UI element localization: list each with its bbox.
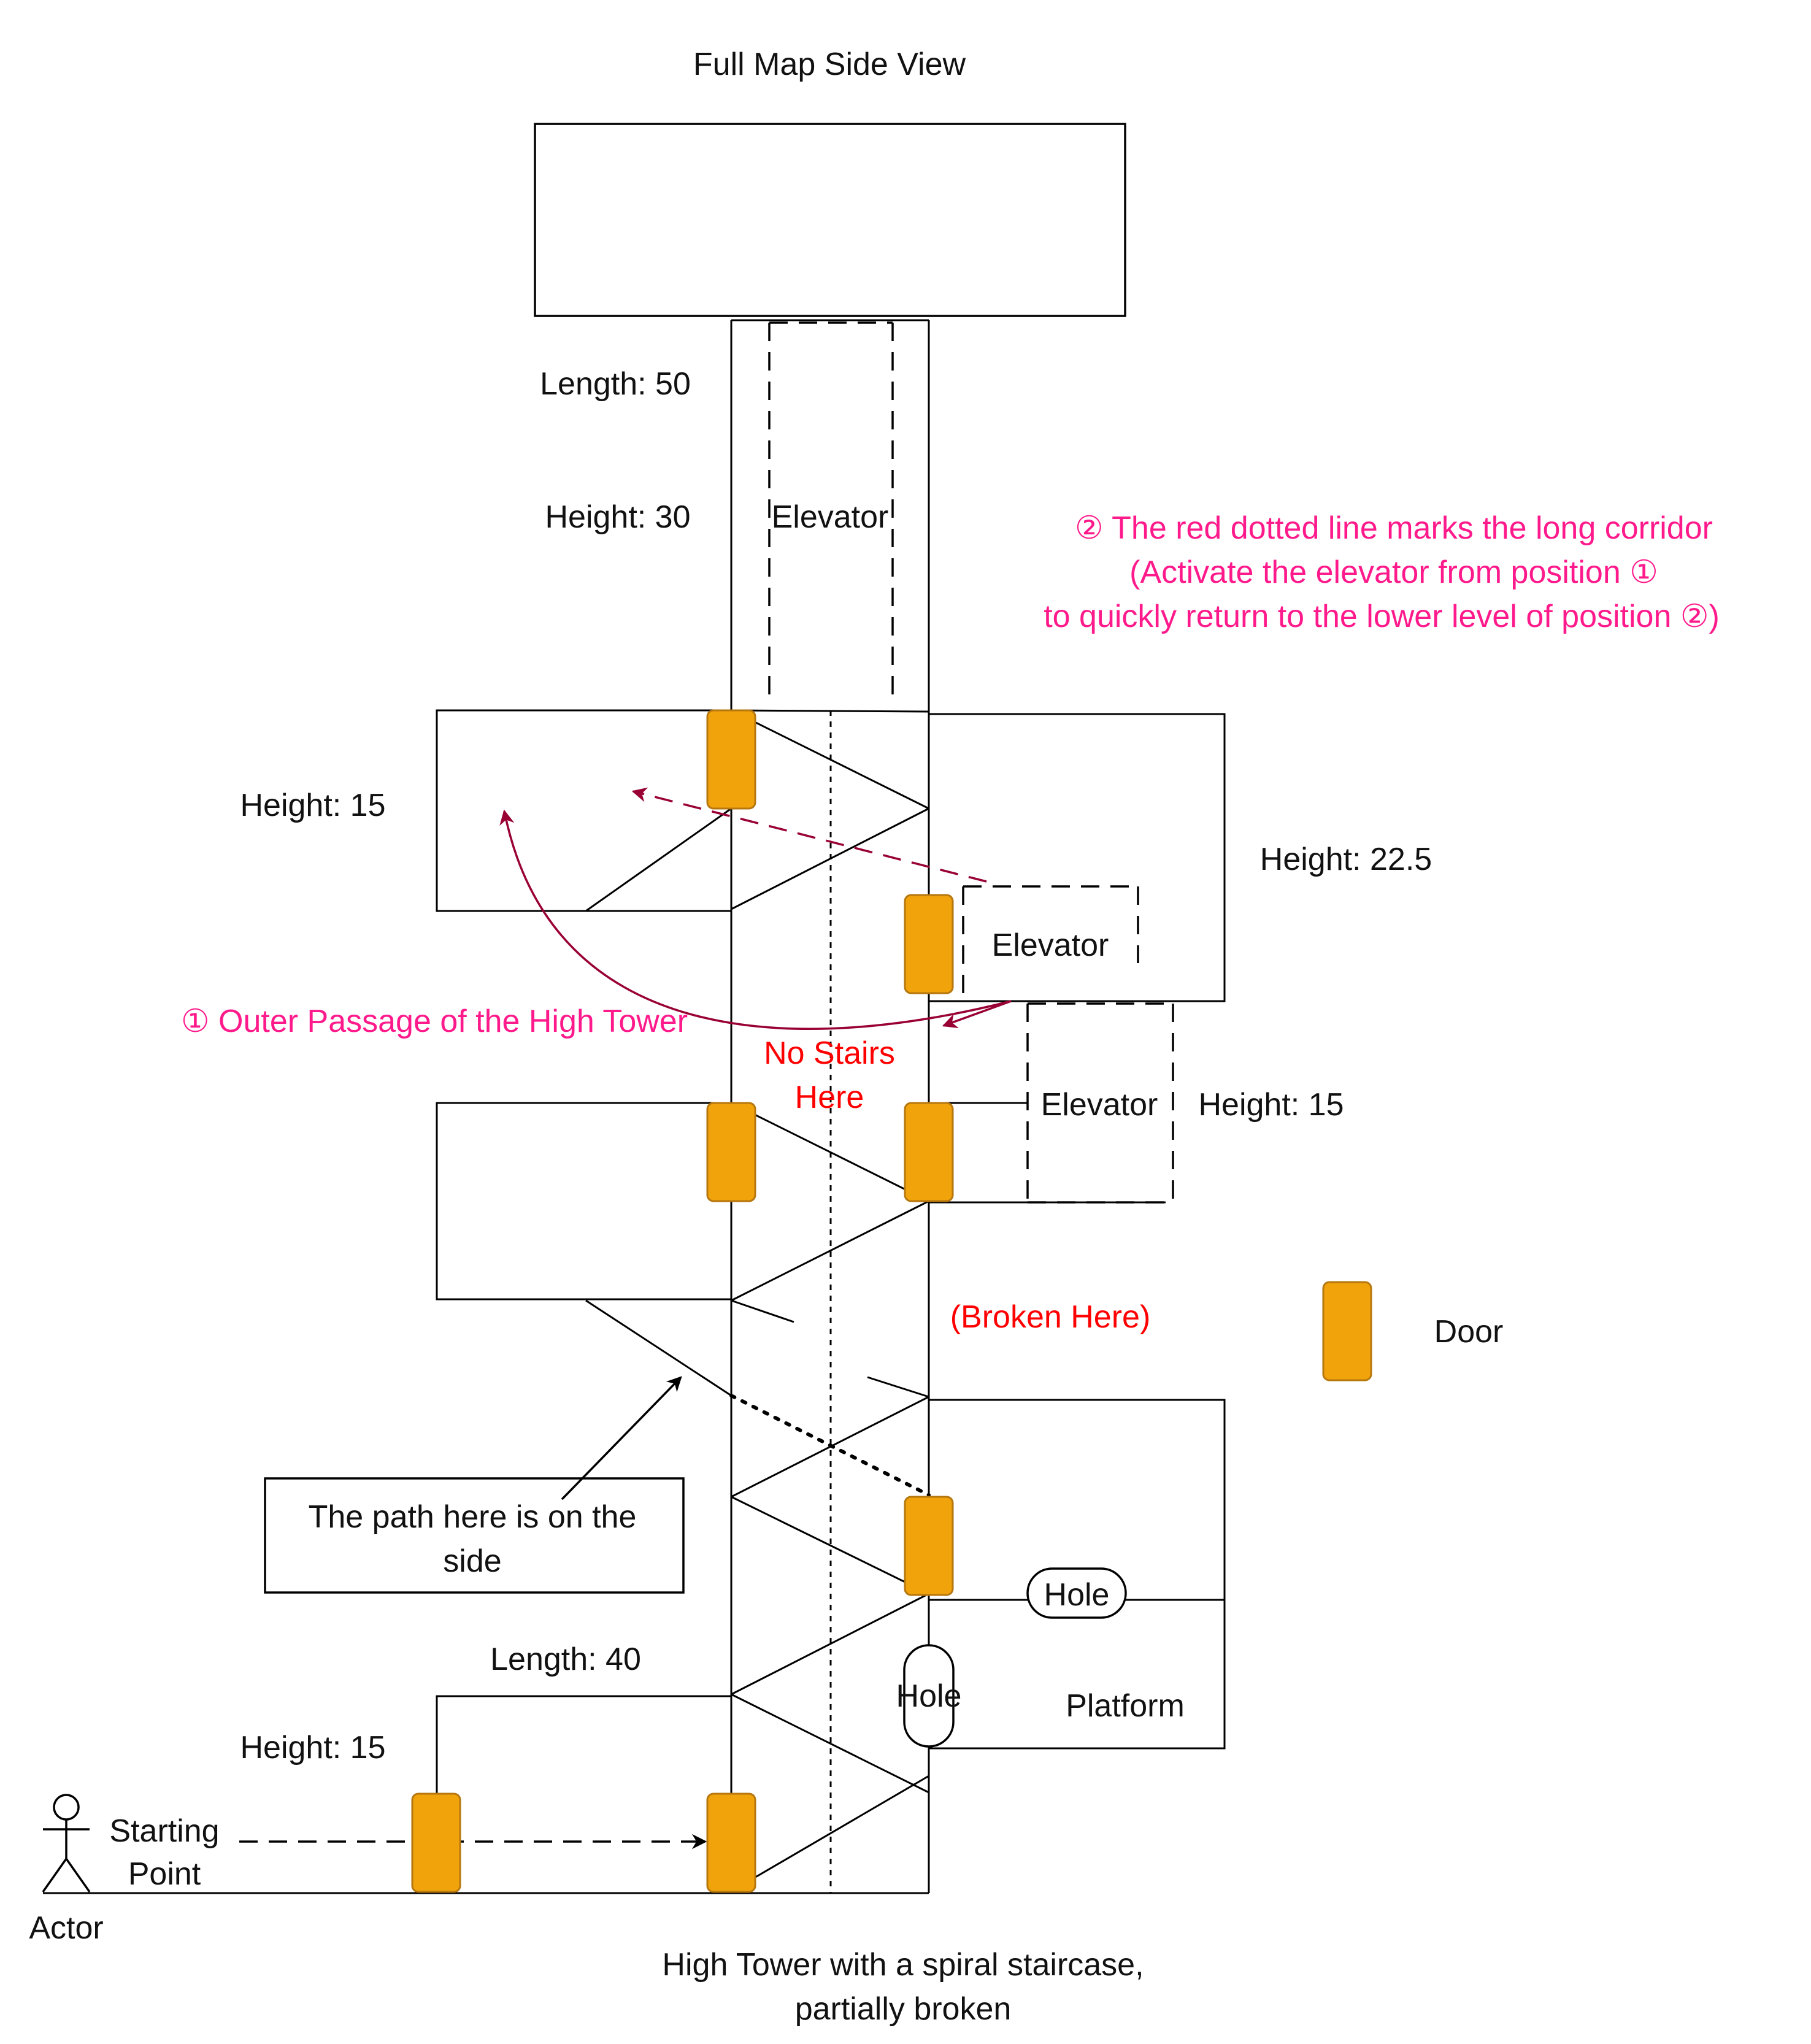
height-15-lower-label: Height: 15 [240,1730,385,1765]
door-start [411,1792,461,1893]
broken-here-note: (Broken Here) [950,1299,1151,1335]
corridor-return-arrow [942,1000,1012,1028]
corridor-dashed-arrow [631,787,987,883]
diagram-title: Full Map Side View [693,47,966,82]
length-50-label: Length: 50 [540,366,691,402]
spiral-staircase [585,709,929,1892]
door-upper-right [904,894,954,994]
door-lower-right [904,1496,954,1596]
platform-room [929,1399,1226,1750]
actor-label: Actor [29,1910,103,1946]
hole-horizontal: Hole [1026,1567,1127,1619]
svg-text:Elevator: Elevator [1041,1087,1158,1123]
outer-passage-note: ① Outer Passage of the High Tower [181,1004,688,1039]
svg-text:Here: Here [795,1080,864,1115]
svg-text:Starting: Starting [109,1813,219,1849]
svg-text:Door: Door [1434,1314,1504,1350]
tower-elevator-shaft [768,321,894,702]
middle-left-room [436,1102,731,1301]
door-legend: Door [1322,1281,1504,1381]
length-40-label: Length: 40 [490,1642,641,1677]
lower-left-room [436,1695,731,1894]
height-22-5-label: Height: 22.5 [1260,842,1432,877]
svg-text:② The red dotted line marks th: ② The red dotted line marks the long cor… [1075,510,1713,546]
svg-text:(Activate the elevator from po: (Activate the elevator from position ① [1129,555,1658,590]
tower-elevator-label: Elevator [772,499,889,535]
svg-text:to quickly return to the lower: to quickly return to the lower level of … [1044,599,1720,634]
door-middle-right [904,1102,954,1202]
height-30-label: Height: 30 [545,499,690,535]
height-15-side-label: Height: 15 [1198,1087,1344,1123]
svg-text:partially broken: partially broken [795,1991,1012,2027]
door-middle-left [706,1102,756,1202]
svg-text:High Tower with a spiral stair: High Tower with a spiral staircase, [662,1947,1144,1983]
actor-icon [42,1794,91,1893]
svg-text:Hole: Hole [1044,1577,1110,1613]
diagram-caption: High Tower with a spiral staircase, part… [662,1947,1144,2027]
upper-right-room [929,713,1226,1002]
svg-text:side: side [443,1543,501,1579]
hole-vertical: Hole [896,1644,962,1748]
starting-point-label: Starting Point [109,1813,219,1892]
door-upper-left [706,709,756,810]
corridor-note: ② The red dotted line marks the long cor… [1044,510,1720,634]
door-tower-entrance [706,1792,756,1893]
path-note-arrow [561,1376,682,1500]
no-stairs-note: No Stairs Here [764,1035,895,1115]
upper-left-room [436,709,731,912]
broken-stair-dotted [729,1394,931,1497]
svg-text:Point: Point [128,1856,201,1892]
path-note-box: The path here is on the side [264,1477,685,1594]
height-15-upper-label: Height: 15 [240,788,385,823]
upper-right-elevator: Elevator [962,885,1139,1000]
top-room [534,123,1126,317]
svg-text:The path here is on the: The path here is on the [309,1499,637,1535]
svg-text:Hole: Hole [896,1678,962,1714]
side-right-elevator: Elevator [1026,1002,1174,1204]
platform-label: Platform [1066,1688,1185,1724]
svg-text:No Stairs: No Stairs [764,1035,895,1071]
outer-passage-arrow [499,809,1012,1030]
svg-text:Elevator: Elevator [992,928,1109,963]
